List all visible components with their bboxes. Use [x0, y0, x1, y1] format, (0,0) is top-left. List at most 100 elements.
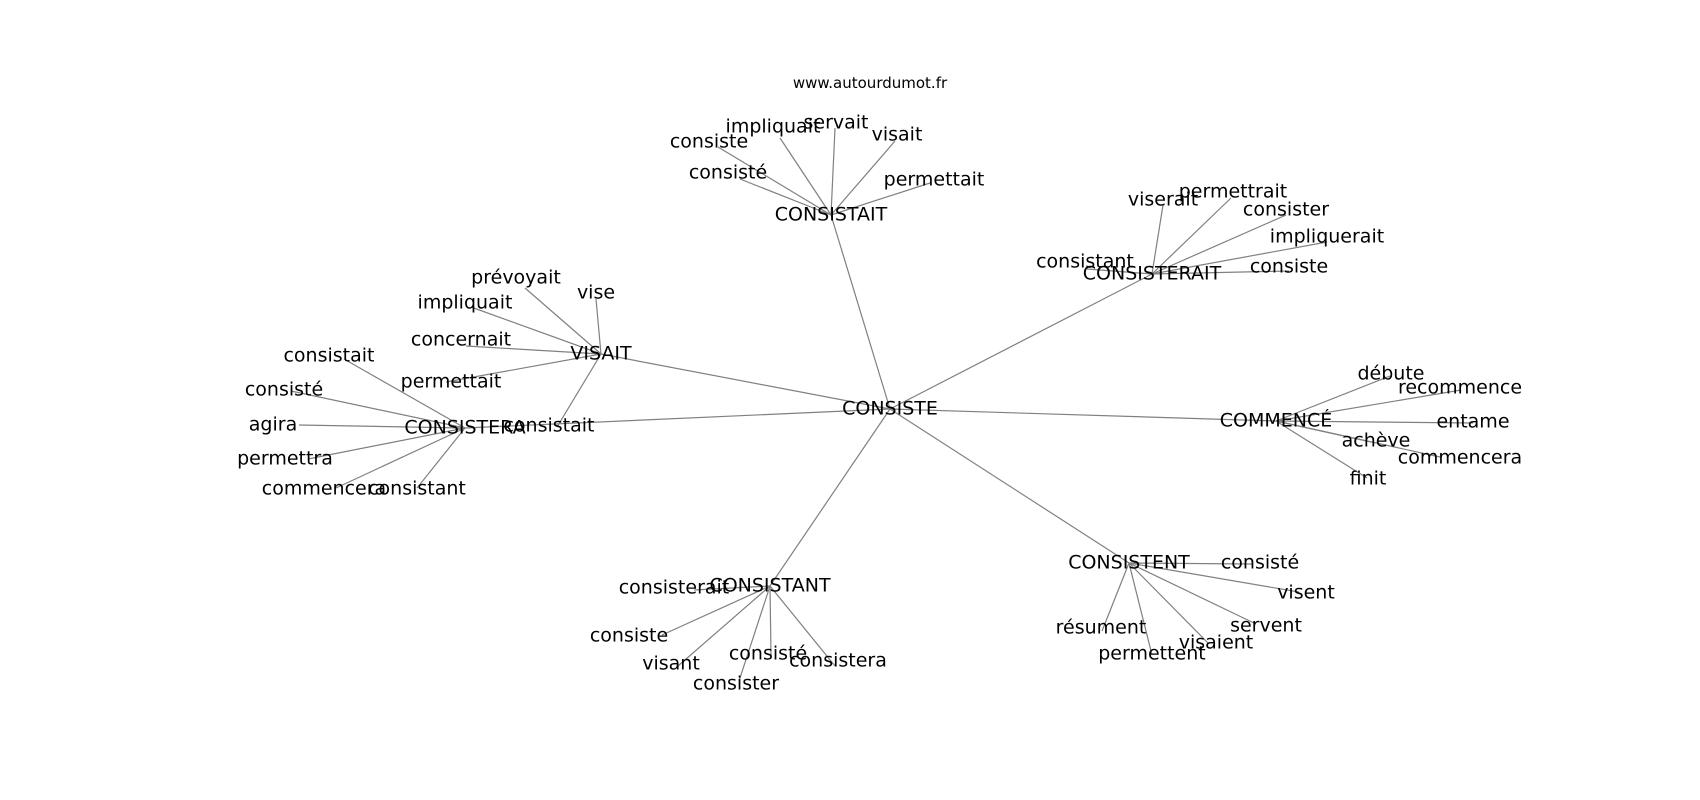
node-leaf-consistent-4[interactable]: visaient [1179, 632, 1254, 654]
node-leaf-consistant-5[interactable]: consistera [789, 650, 887, 672]
edge-consistant-0 [693, 585, 771, 591]
node-leaf-consistait-5[interactable]: permettait [884, 169, 985, 191]
edge-consisterait-2 [1151, 214, 1287, 275]
edge-commence-2 [1275, 420, 1474, 424]
source-text: www.autourdumot.fr [793, 74, 948, 92]
edge-consistera-3 [307, 427, 466, 460]
node-leaf-consistera-5[interactable]: consistant [368, 478, 466, 500]
node-leaf-consisterait-0[interactable]: viserait [1128, 189, 1198, 211]
node-leaf-commence-1[interactable]: recommence [1398, 377, 1522, 399]
node-hub-consistant[interactable]: CONSISTANT [709, 575, 831, 597]
node-leaf-commence-5[interactable]: finit [1350, 468, 1387, 490]
node-hub-consistera[interactable]: CONSISTERA [404, 417, 525, 439]
node-leaf-commence-0[interactable]: débute [1358, 363, 1425, 385]
edge-consistant-2 [677, 585, 771, 667]
node-leaf-consisterait-4[interactable]: consistant [1036, 251, 1134, 273]
node-leaf-consistait-4[interactable]: consisté [689, 162, 767, 184]
node-leaf-consistait-2[interactable]: servait [803, 112, 868, 134]
edge-center-consistent [889, 408, 1130, 564]
node-center-consiste[interactable]: CONSISTE [842, 398, 938, 420]
edge-consisterait-4 [1086, 268, 1153, 275]
node-hub-consistent[interactable]: CONSISTENT [1068, 552, 1190, 574]
node-leaf-consistera-3[interactable]: permettra [237, 448, 333, 470]
edge-consistent-5 [1128, 562, 1153, 656]
node-leaf-visait-3[interactable]: concernait [411, 329, 511, 351]
node-leaf-consisterait-1[interactable]: permettrait [1179, 181, 1288, 203]
node-hub-commence[interactable]: COMMENCÉ [1220, 409, 1333, 432]
edge-center-visait [600, 353, 891, 410]
graph-edges [290, 127, 1474, 682]
edge-commence-0 [1275, 375, 1391, 422]
node-leaf-commence-3[interactable]: achève [1342, 430, 1411, 452]
edge-visait-0 [524, 287, 602, 355]
node-leaf-visait-0[interactable]: prévoyait [471, 267, 561, 289]
node-leaf-visait-4[interactable]: permettait [401, 371, 502, 393]
edge-consisterait-1 [1151, 197, 1232, 275]
node-leaf-visait-5[interactable]: consistait [503, 415, 594, 437]
edge-center-consistera [464, 408, 891, 429]
node-leaf-consistant-0[interactable]: consisterait [619, 577, 730, 599]
edge-consisterait-5 [1151, 270, 1290, 275]
node-leaf-consisterait-3[interactable]: impliquerait [1270, 226, 1384, 248]
edge-consistant-1 [661, 585, 771, 636]
edge-consistait-4 [739, 178, 832, 216]
node-leaf-consistant-3[interactable]: consisté [729, 643, 807, 665]
node-leaf-consistera-1[interactable]: consisté [245, 379, 323, 401]
edge-consistait-2 [830, 127, 836, 216]
edge-consisterait-3 [1151, 241, 1328, 275]
node-leaf-consistent-1[interactable]: visent [1277, 582, 1335, 604]
node-leaf-commence-2[interactable]: entame [1436, 411, 1509, 433]
edge-consistera-2 [298, 424, 466, 429]
edge-consistera-0 [343, 358, 466, 429]
node-leaf-consisterait-2[interactable]: consister [1243, 199, 1329, 221]
edge-visait-4 [445, 353, 602, 383]
edge-consistent-3 [1101, 562, 1130, 632]
edge-commence-4 [1275, 420, 1441, 458]
edge-consistait-1 [779, 137, 832, 216]
node-leaf-consistait-1[interactable]: impliquait [726, 116, 821, 138]
node-leaf-consistait-3[interactable]: visait [872, 124, 923, 146]
graph-labels: CONSISTECONSISTAITconsisteimpliquaitserv… [237, 112, 1522, 695]
node-hub-visait[interactable]: VISAIT [570, 343, 632, 365]
edge-visait-2 [470, 306, 602, 355]
node-leaf-consistent-0[interactable]: consisté [1221, 552, 1299, 574]
node-hub-consisterait[interactable]: CONSISTERAIT [1083, 263, 1222, 285]
node-leaf-consistent-5[interactable]: permettent [1098, 643, 1206, 665]
node-leaf-consistera-4[interactable]: commencera [262, 478, 386, 500]
edge-consistait-5 [830, 182, 931, 216]
edge-consistait-3 [830, 140, 896, 216]
node-leaf-visait-1[interactable]: vise [577, 282, 615, 304]
node-leaf-consistait-0[interactable]: consiste [670, 131, 748, 153]
node-leaf-consistera-0[interactable]: consistait [283, 345, 374, 367]
edge-consistera-1 [290, 390, 466, 429]
edge-center-consistait [830, 214, 891, 410]
node-leaf-consistent-3[interactable]: résument [1056, 617, 1147, 639]
edge-visait-5 [556, 353, 602, 428]
edge-consistant-5 [769, 585, 836, 667]
edge-visait-3 [465, 345, 602, 355]
edge-commence-5 [1275, 420, 1368, 479]
edge-center-commence [889, 408, 1277, 422]
node-leaf-commence-4[interactable]: commencera [1398, 447, 1522, 469]
edge-consistent-4 [1128, 562, 1210, 645]
edge-consistera-4 [335, 427, 466, 489]
edge-commence-1 [1275, 389, 1462, 422]
node-leaf-consisterait-5[interactable]: consiste [1250, 256, 1328, 278]
edge-consistant-4 [738, 585, 771, 682]
node-leaf-consistera-2[interactable]: agira [249, 414, 297, 436]
edge-consistent-0 [1128, 562, 1254, 565]
edge-consistant-3 [769, 585, 772, 656]
edge-consisterait-0 [1151, 204, 1164, 275]
node-leaf-consistant-1[interactable]: consiste [590, 625, 668, 647]
edge-consistait-0 [717, 146, 832, 216]
node-hub-consistait[interactable]: CONSISTAIT [775, 204, 888, 226]
edge-center-consisterait [889, 273, 1153, 410]
edge-consistent-1 [1128, 562, 1300, 593]
node-leaf-consistant-4[interactable]: consister [693, 673, 779, 695]
node-leaf-visait-2[interactable]: impliquait [418, 292, 513, 314]
edge-visait-1 [595, 298, 602, 355]
node-leaf-consistant-2[interactable]: visant [642, 653, 700, 675]
node-leaf-consistent-2[interactable]: servent [1230, 615, 1302, 637]
edge-consistera-5 [416, 427, 466, 489]
